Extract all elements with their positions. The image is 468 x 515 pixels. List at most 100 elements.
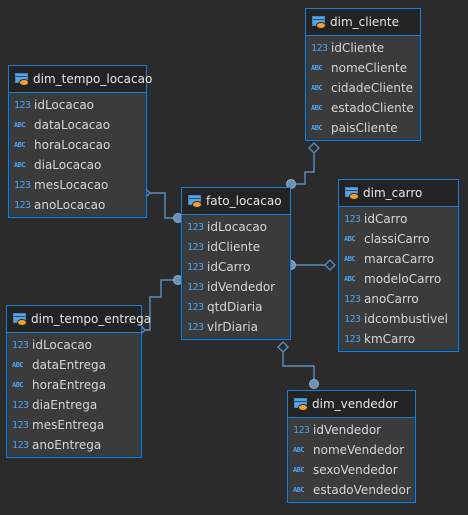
- numeric-type-icon: 123: [344, 313, 361, 325]
- column-row[interactable]: ABC cidadeCliente: [306, 78, 420, 98]
- connector-diamond: [277, 341, 289, 353]
- column-name: diaLocacao: [34, 158, 102, 172]
- column-row[interactable]: ABC classiCarro: [339, 229, 458, 249]
- table-name: dim_vendedor: [312, 397, 398, 411]
- text-type-icon: ABC: [14, 141, 26, 149]
- table-header[interactable]: dim_vendedor: [288, 391, 415, 418]
- table-name: dim_tempo_locacao: [33, 72, 153, 86]
- table-name: dim_carro: [363, 186, 423, 200]
- column-name: idLocacao: [32, 338, 93, 352]
- column-name: modeloCarro: [364, 272, 442, 286]
- column-name: anoEntrega: [32, 438, 102, 452]
- table-header[interactable]: dim_carro: [339, 180, 458, 207]
- column-name: nomeVendedor: [313, 443, 405, 457]
- text-type-icon: ABC: [12, 381, 24, 389]
- numeric-type-icon: 123: [12, 439, 29, 451]
- numeric-type-icon: 123: [12, 419, 29, 431]
- numeric-type-icon: 123: [344, 293, 361, 305]
- table-header[interactable]: fato_locacao: [182, 188, 290, 215]
- text-type-icon: ABC: [344, 275, 356, 283]
- column-name: kmCarro: [364, 332, 416, 346]
- column-name: idLocacao: [34, 98, 95, 112]
- column-row[interactable]: ABC diaLocacao: [9, 155, 146, 175]
- column-name: idVendedor: [313, 423, 382, 437]
- table-header[interactable]: dim_cliente: [306, 9, 420, 36]
- column-row[interactable]: ABC modeloCarro: [339, 269, 458, 289]
- numeric-type-icon: 123: [187, 301, 204, 313]
- column-name: estadoVendedor: [313, 483, 411, 497]
- column-name: horaLocacao: [34, 138, 111, 152]
- column-name: cidadeCliente: [331, 81, 414, 95]
- numeric-type-icon: 123: [12, 399, 29, 411]
- column-row[interactable]: ABC marcaCarro: [339, 249, 458, 269]
- numeric-type-icon: 123: [12, 339, 29, 351]
- column-row[interactable]: ABC horaLocacao: [9, 135, 146, 155]
- connector-diamond: [324, 259, 336, 271]
- numeric-type-icon: 123: [187, 221, 204, 233]
- table-view-icon: [15, 73, 29, 86]
- text-type-icon: ABC: [311, 84, 323, 92]
- text-type-icon: ABC: [14, 121, 26, 129]
- connector-line-dim-vendedor: [282, 347, 315, 384]
- numeric-type-icon: 123: [187, 321, 204, 333]
- column-name: idCarro: [207, 260, 251, 274]
- text-type-icon: ABC: [12, 361, 24, 369]
- numeric-type-icon: 123: [293, 424, 310, 436]
- column-name: marcaCarro: [364, 252, 435, 266]
- text-type-icon: ABC: [14, 161, 26, 169]
- column-name: idcombustivel: [364, 312, 448, 326]
- table-name: dim_cliente: [330, 15, 399, 29]
- table-view-icon: [188, 195, 202, 208]
- column-row[interactable]: ABC nomeVendedor: [288, 440, 415, 460]
- text-type-icon: ABC: [293, 446, 305, 454]
- column-name: classiCarro: [364, 232, 430, 246]
- connector-line-dim-cliente: [291, 148, 315, 185]
- table-header[interactable]: dim_tempo_locacao: [9, 66, 152, 93]
- numeric-type-icon: 123: [311, 42, 328, 54]
- text-type-icon: ABC: [344, 235, 356, 243]
- connector-endpoint: [309, 379, 319, 389]
- table-view-icon: [345, 187, 359, 200]
- text-type-icon: ABC: [344, 255, 356, 263]
- column-name: idVendedor: [207, 280, 276, 294]
- table-header[interactable]: dim_tempo_entrega: [7, 306, 151, 333]
- column-name: estadoCliente: [331, 101, 414, 115]
- column-name: idCliente: [331, 41, 385, 55]
- column-name: anoLocacao: [34, 198, 106, 212]
